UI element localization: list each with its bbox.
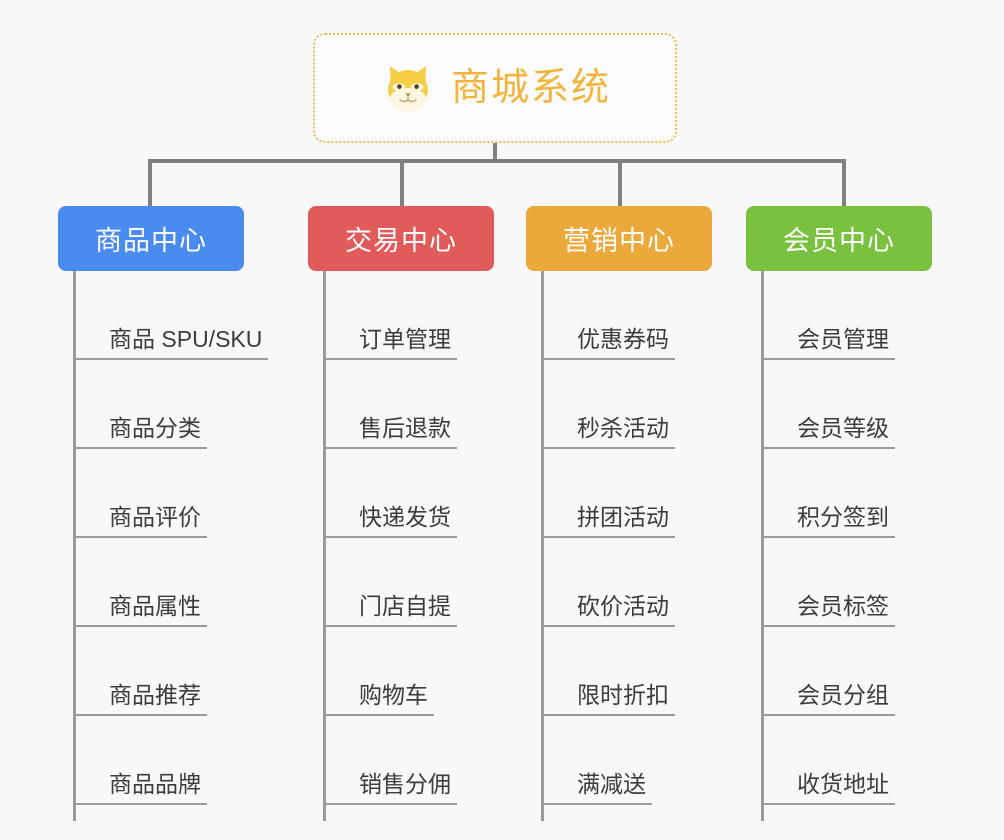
leaf-label-1-1: 售后退款: [323, 416, 457, 449]
leaf-label-1-4: 购物车: [323, 683, 434, 716]
category-box-0[interactable]: 商品中心: [58, 206, 244, 271]
leaf-item-3-5[interactable]: 收货地址: [761, 716, 895, 805]
category-box-2[interactable]: 营销中心: [526, 206, 712, 271]
leaf-item-0-3[interactable]: 商品属性: [73, 538, 207, 627]
category-box-3[interactable]: 会员中心: [746, 206, 932, 271]
leaf-label-0-2: 商品评价: [73, 505, 207, 538]
leaf-item-3-2[interactable]: 积分签到: [761, 449, 895, 538]
leaf-label-3-3: 会员标签: [761, 594, 895, 627]
leaf-item-3-3[interactable]: 会员标签: [761, 538, 895, 627]
leaf-label-2-2: 拼团活动: [541, 505, 675, 538]
leaf-item-2-2[interactable]: 拼团活动: [541, 449, 675, 538]
leaf-item-2-1[interactable]: 秒杀活动: [541, 360, 675, 449]
root-title: 商城系统: [450, 67, 611, 109]
leaf-label-1-2: 快递发货: [323, 505, 457, 538]
leaf-item-0-2[interactable]: 商品评价: [73, 449, 207, 538]
category-label-0: 商品中心: [95, 226, 207, 256]
spine-column-3: [761, 271, 764, 821]
leaf-item-2-5[interactable]: 满减送: [541, 716, 652, 805]
leaf-label-1-0: 订单管理: [323, 327, 457, 360]
leaf-label-3-4: 会员分组: [761, 683, 895, 716]
category-label-2: 营销中心: [563, 226, 675, 256]
leaf-item-0-4[interactable]: 商品推荐: [73, 627, 207, 716]
leaf-label-2-4: 限时折扣: [541, 683, 675, 716]
leaf-item-3-4[interactable]: 会员分组: [761, 627, 895, 716]
leaf-item-0-0[interactable]: 商品 SPU/SKU: [73, 271, 269, 360]
leaf-label-3-0: 会员管理: [761, 327, 895, 360]
leaf-label-2-5: 满减送: [541, 772, 652, 805]
leaf-label-2-3: 砍价活动: [541, 594, 675, 627]
leaf-label-0-5: 商品品牌: [73, 772, 207, 805]
leaf-item-2-4[interactable]: 限时折扣: [541, 627, 675, 716]
leaf-label-3-1: 会员等级: [761, 416, 895, 449]
leaf-label-3-5: 收货地址: [761, 772, 895, 805]
leaf-item-1-3[interactable]: 门店自提: [323, 538, 457, 627]
leaf-item-3-1[interactable]: 会员等级: [761, 360, 895, 449]
leaf-label-0-1: 商品分类: [73, 416, 207, 449]
category-box-1[interactable]: 交易中心: [308, 206, 494, 271]
category-label-1: 交易中心: [345, 226, 457, 256]
leaf-label-1-3: 门店自提: [323, 594, 457, 627]
connector-drop-2: [400, 159, 404, 206]
leaf-item-2-0[interactable]: 优惠券码: [541, 271, 675, 360]
leaf-label-0-0: 商品 SPU/SKU: [73, 327, 269, 360]
leaf-item-1-5[interactable]: 销售分佣: [323, 716, 457, 805]
leaf-item-0-5[interactable]: 商品品牌: [73, 716, 207, 805]
leaf-item-1-2[interactable]: 快递发货: [323, 449, 457, 538]
leaf-label-0-4: 商品推荐: [73, 683, 207, 716]
spine-column-2: [541, 271, 544, 821]
spine-column-1: [323, 271, 326, 821]
leaf-item-0-1[interactable]: 商品分类: [73, 360, 207, 449]
leaf-item-1-1[interactable]: 售后退款: [323, 360, 457, 449]
leaf-label-1-5: 销售分佣: [323, 772, 457, 805]
connector-root-stem: [493, 143, 497, 163]
connector-drop-3: [618, 159, 622, 206]
leaf-label-2-1: 秒杀活动: [541, 416, 675, 449]
leaf-item-1-0[interactable]: 订单管理: [323, 271, 457, 360]
leaf-item-3-0[interactable]: 会员管理: [761, 271, 895, 360]
leaf-label-0-3: 商品属性: [73, 594, 207, 627]
spine-column-0: [73, 271, 76, 821]
leaf-item-1-4[interactable]: 购物车: [323, 627, 434, 716]
shiba-dog-icon: [379, 59, 437, 117]
connector-drop-4: [842, 159, 846, 206]
leaf-label-2-0: 优惠券码: [541, 327, 675, 360]
leaf-label-3-2: 积分签到: [761, 505, 895, 538]
connector-drop-1: [148, 159, 152, 206]
category-label-3: 会员中心: [783, 226, 895, 256]
leaf-item-2-3[interactable]: 砍价活动: [541, 538, 675, 627]
connector-horizontal-bus: [148, 159, 846, 163]
root-node-shop-system[interactable]: 商城系统: [313, 33, 677, 143]
